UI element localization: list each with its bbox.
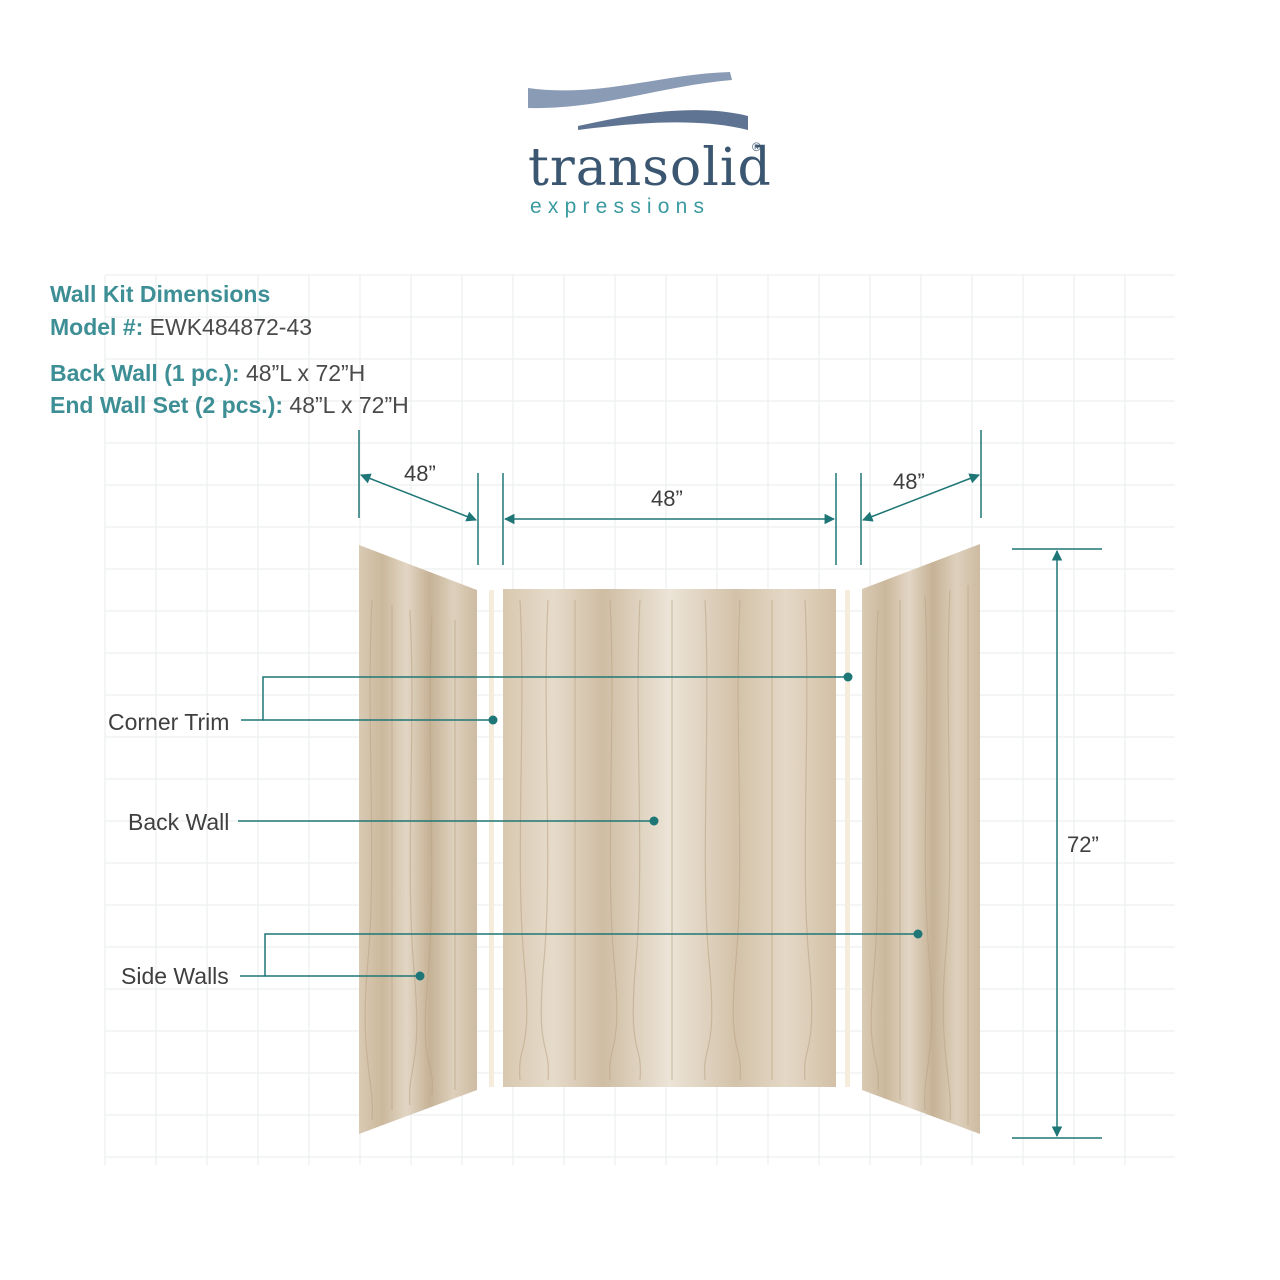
side-wall-marker-left	[415, 971, 425, 981]
back-wall-label: Back Wall (1 pc.):	[50, 360, 240, 386]
corner-trim-marker-left	[488, 715, 498, 725]
brand-swoosh-icon	[528, 72, 748, 130]
height-label: 72”	[1067, 832, 1099, 857]
side-walls-leader	[240, 933, 918, 977]
back-wall-marker	[649, 816, 659, 826]
center-width-label: 48”	[651, 486, 683, 511]
end-wall-value: 48”L x 72”H	[289, 392, 409, 418]
spec-model: Model #: EWK484872-43	[50, 314, 312, 341]
back-wall-value: 48”L x 72”H	[245, 360, 366, 386]
corner-trim-label: Corner Trim	[108, 709, 230, 735]
model-value: EWK484872-43	[149, 314, 313, 340]
left-side-wall-panel	[359, 545, 477, 1134]
corner-trim-marker-right	[843, 672, 853, 682]
spec-heading: Wall Kit Dimensions	[50, 281, 270, 308]
spec-end-wall: End Wall Set (2 pcs.): 48”L x 72”H	[50, 392, 409, 419]
left-corner-trim	[489, 590, 494, 1087]
brand-tagline: expressions	[530, 195, 711, 218]
registered-mark: ®	[752, 140, 761, 154]
left-width-label: 48”	[404, 461, 436, 486]
right-corner-trim	[845, 590, 850, 1087]
corner-trim-leader	[241, 676, 848, 721]
right-width-label: 48”	[893, 469, 925, 494]
end-wall-label: End Wall Set (2 pcs.):	[50, 392, 284, 418]
brand-wordmark: transolid	[528, 138, 772, 198]
back-wall-panel	[503, 589, 836, 1087]
extension-lines	[358, 430, 1102, 1139]
wood-grain	[364, 584, 969, 1125]
spec-back-wall: Back Wall (1 pc.): 48”L x 72”H	[50, 360, 365, 387]
side-walls-label: Side Walls	[121, 963, 229, 989]
left-width-dimension-line	[360, 473, 477, 522]
model-label: Model #:	[50, 314, 144, 340]
right-side-wall-panel	[862, 544, 980, 1134]
back-wall-label-callout: Back Wall	[128, 809, 230, 835]
side-wall-marker-right	[913, 929, 923, 939]
spec-heading-text: Wall Kit Dimensions	[50, 281, 271, 307]
right-width-dimension-line	[862, 473, 980, 522]
